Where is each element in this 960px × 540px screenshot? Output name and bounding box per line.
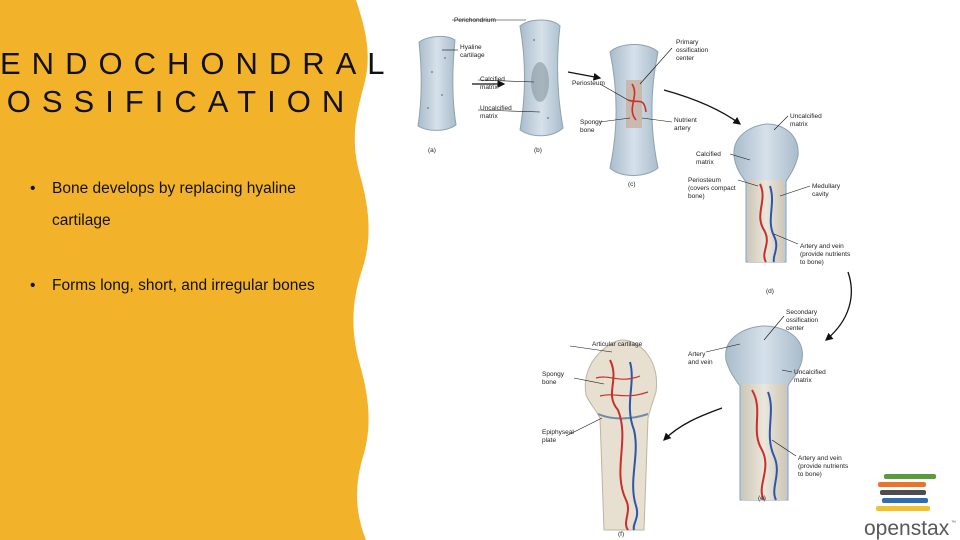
label-artery-vein-e4: (provide nutrients bbox=[798, 463, 849, 470]
stage-a-cartilage-model bbox=[417, 35, 457, 131]
label-calcified-d2: matrix bbox=[696, 159, 714, 166]
label-periosteum-c: Periosteum bbox=[572, 80, 605, 87]
stage-d-medullary-cavity bbox=[733, 123, 799, 263]
bullet-1-line1: Bone develops by replacing hyaline bbox=[52, 180, 296, 197]
panel-label-a: (a) bbox=[428, 147, 436, 154]
label-medullary-2: cavity bbox=[812, 191, 829, 198]
label-hyaline-1: Hyaline bbox=[460, 44, 482, 51]
label-periosteum-d2: (covers compact bbox=[688, 185, 736, 192]
label-artery-vein-d1: Artery and vein bbox=[800, 243, 844, 250]
label-uncalcified-e2: matrix bbox=[794, 377, 812, 384]
panel-label-f: (f) bbox=[618, 531, 624, 538]
label-calcified-d1: Calcified bbox=[696, 151, 721, 158]
logo-trademark: ™ bbox=[951, 520, 956, 526]
panel-label-c: (c) bbox=[628, 181, 636, 188]
label-nutrient-2: artery bbox=[674, 125, 691, 132]
title-panel: ENDOCHONDRAL OSSIFICATION • Bone develops… bbox=[0, 0, 396, 540]
label-spongy-c1: Spongy bbox=[580, 119, 603, 126]
logo-stripe-gray bbox=[880, 490, 926, 495]
wavy-panel-shape bbox=[0, 0, 369, 540]
label-artery-e2: and vein bbox=[688, 359, 713, 366]
ossification-diagram: Perichondrium Hyaline cartilage Calcifie… bbox=[417, 17, 956, 540]
label-spongy-f1: Spongy bbox=[542, 371, 565, 378]
logo-wordmark: openstax bbox=[864, 517, 950, 540]
label-periosteum-d3: bone) bbox=[688, 193, 705, 200]
label-hyaline-2: cartilage bbox=[460, 52, 485, 59]
label-uncalcified-b2: matrix bbox=[480, 113, 498, 120]
label-nutrient-1: Nutrient bbox=[674, 117, 697, 124]
logo-stripe-green bbox=[884, 474, 936, 479]
stage-f-mature-bone bbox=[584, 339, 657, 531]
label-primary-3: center bbox=[676, 55, 695, 62]
label-calcified-b2: matrix bbox=[480, 84, 498, 91]
label-periosteum-d1: Periosteum bbox=[688, 177, 721, 184]
bullet-1: • Bone develops by replacing hyaline bbox=[30, 179, 296, 199]
bullet-1-line2: cartilage bbox=[52, 212, 111, 229]
label-secondary-1: Secondary bbox=[786, 309, 818, 316]
label-calcified-b1: Calcified bbox=[480, 76, 505, 83]
stage-e-secondary-center bbox=[725, 325, 803, 501]
logo-stripe-orange bbox=[878, 482, 926, 487]
bullet-2: • Forms long, short, and irregular bones bbox=[30, 276, 315, 296]
label-artery-e1: Artery bbox=[688, 351, 706, 358]
label-epiphyseal-2: plate bbox=[542, 437, 556, 444]
label-epiphyseal-1: Epiphyseal bbox=[542, 429, 574, 436]
label-secondary-2: ossification bbox=[786, 317, 819, 324]
slide-title-line2: OSSIFICATION bbox=[6, 84, 356, 119]
leader-lines bbox=[442, 19, 811, 457]
panel-label-b: (b) bbox=[534, 147, 542, 154]
label-artery-vein-d3: to bone) bbox=[800, 259, 824, 266]
label-spongy-f2: bone bbox=[542, 379, 557, 386]
bullet-glyph: • bbox=[30, 277, 36, 294]
label-primary-1: Primary bbox=[676, 39, 699, 46]
panel-label-e: (e) bbox=[758, 495, 766, 502]
slide-title-line1: ENDOCHONDRAL bbox=[0, 46, 396, 81]
openstax-logo: openstax ™ bbox=[864, 474, 956, 540]
logo-stripe-blue bbox=[882, 498, 928, 503]
label-artery-vein-d2: (provide nutrients bbox=[800, 251, 851, 258]
label-secondary-3: center bbox=[786, 325, 805, 332]
panel-label-d: (d) bbox=[766, 288, 774, 295]
label-medullary-1: Medullary bbox=[812, 183, 841, 190]
label-articular-cartilage: Articular cartilage bbox=[592, 341, 643, 348]
label-spongy-c2: bone bbox=[580, 127, 595, 134]
bullet-2-line1: Forms long, short, and irregular bones bbox=[52, 277, 315, 294]
label-perichondrium: Perichondrium bbox=[454, 17, 496, 24]
label-uncalcified-d1: Uncalcified bbox=[790, 113, 822, 120]
stage-c-primary-center bbox=[609, 44, 659, 176]
label-uncalcified-e1: Uncalcified bbox=[794, 369, 826, 376]
label-artery-vein-e5: to bone) bbox=[798, 471, 822, 478]
bullet-glyph: • bbox=[30, 180, 36, 197]
label-uncalcified-b1: Uncalcified bbox=[480, 105, 512, 112]
logo-stripe-yellow bbox=[876, 506, 930, 511]
label-artery-vein-e3: Artery and vein bbox=[798, 455, 842, 462]
stage-b-calcifying-model bbox=[519, 19, 564, 137]
label-uncalcified-d2: matrix bbox=[790, 121, 808, 128]
stage-flow-arrows bbox=[472, 71, 852, 441]
label-primary-2: ossification bbox=[676, 47, 709, 54]
